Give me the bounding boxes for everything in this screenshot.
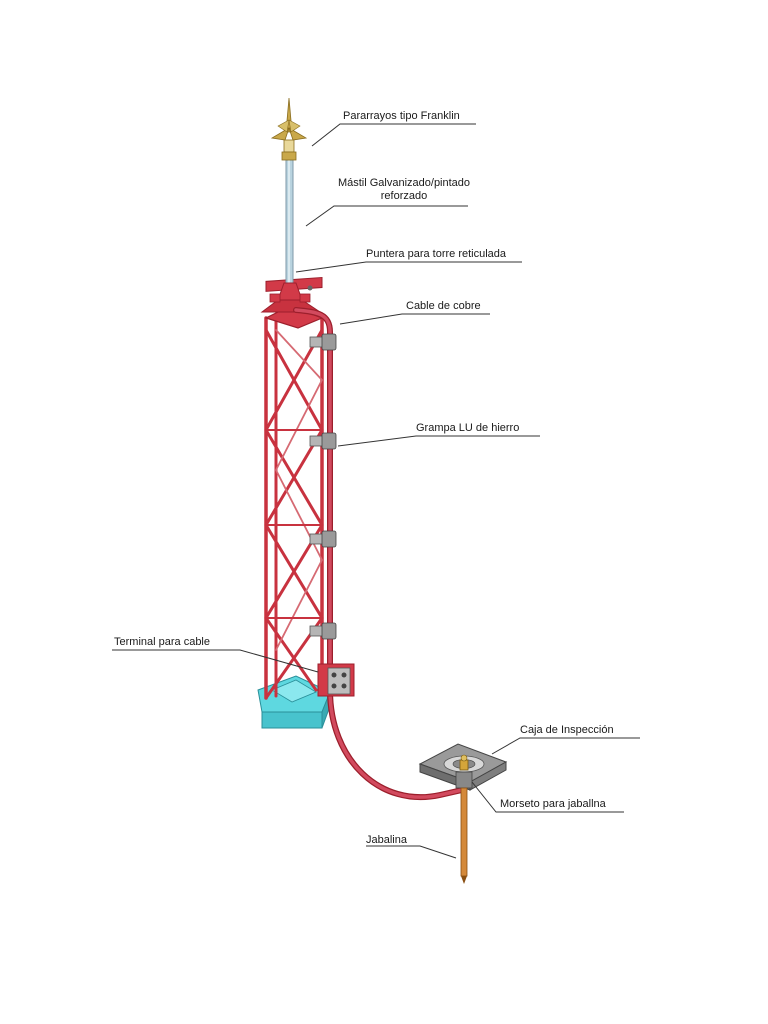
franklin-rod-tip <box>270 97 308 161</box>
leader-morseto <box>471 781 624 813</box>
leader-grampa <box>337 435 540 447</box>
label-puntera: Puntera para torre reticulada <box>366 248 507 260</box>
label-morseto: Morseto para jaballna <box>500 798 606 810</box>
lu-clamp-3 <box>309 530 337 548</box>
leader-lines <box>112 123 640 859</box>
ground-rod <box>460 787 468 884</box>
leader-caja <box>491 737 640 755</box>
lu-clamp-1 <box>309 333 337 351</box>
lu-clamp-4 <box>309 622 337 640</box>
leader-jabalina <box>366 845 457 859</box>
rod-clamp <box>459 754 469 771</box>
lu-clamp-2 <box>309 432 337 450</box>
galvanized-mast <box>285 159 294 286</box>
label-franklin: Pararrayos tipo Franklin <box>343 110 460 122</box>
leader-cable <box>339 313 490 325</box>
label-mastil: Mástil Galvanizado/pintado reforzado <box>334 177 474 203</box>
label-cable: Cable de cobre <box>406 300 481 312</box>
label-grampa: Grampa LU de hierro <box>416 422 520 434</box>
leader-puntera <box>295 261 522 273</box>
cable-terminal <box>317 663 355 697</box>
label-terminal: Terminal para cable <box>114 636 210 648</box>
leader-mastil <box>305 205 468 227</box>
leader-terminal <box>112 649 319 673</box>
label-caja: Caja de Inspección <box>520 724 614 736</box>
label-jabalina: Jabalina <box>366 834 407 846</box>
copper-down-cable <box>293 307 465 801</box>
label-mastil-line2: reforzado <box>380 190 428 202</box>
leader-franklin <box>311 123 476 147</box>
label-mastil-line1: Mástil Galvanizado/pintado <box>337 177 471 189</box>
